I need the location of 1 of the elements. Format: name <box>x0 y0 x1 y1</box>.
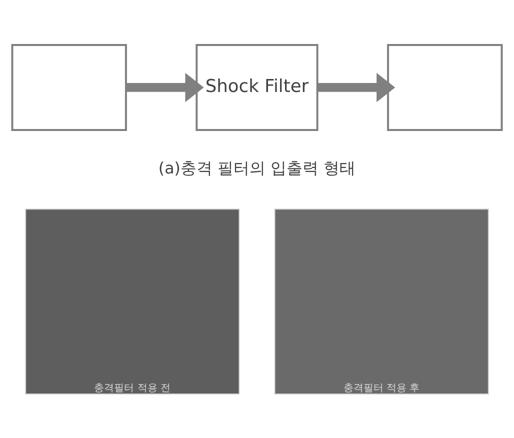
label: (a)충격 필터의 입출력 형태 <box>158 158 356 177</box>
